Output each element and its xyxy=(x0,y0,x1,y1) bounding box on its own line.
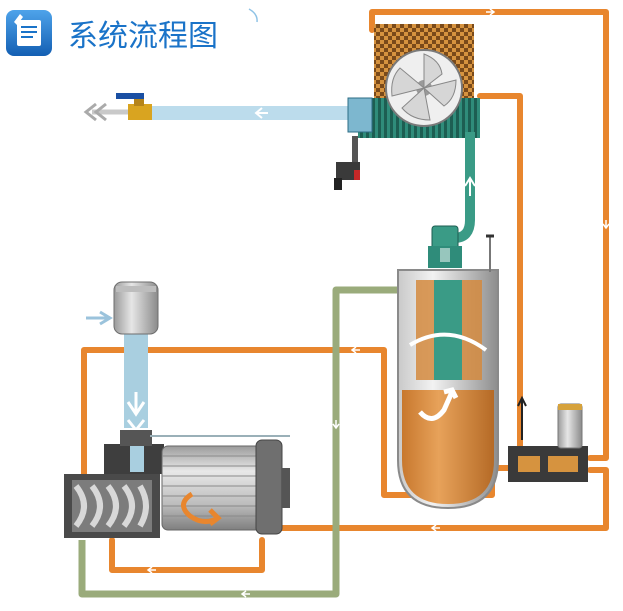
discharge-air-line xyxy=(150,106,350,120)
ball-valve xyxy=(83,93,152,122)
minimum-pressure-valve xyxy=(428,225,462,268)
oil-filter xyxy=(557,403,583,449)
oil-separator-tank xyxy=(397,234,499,510)
air-cooler xyxy=(347,24,480,138)
screw-airend xyxy=(64,474,160,538)
air-filter xyxy=(113,281,159,335)
page-title: 系统流程图 xyxy=(68,19,218,54)
return-oil-line xyxy=(78,286,404,598)
thermostatic-valve xyxy=(508,395,588,482)
document-edit-icon xyxy=(6,10,52,56)
fan-icon xyxy=(385,49,463,127)
flow-arrows xyxy=(146,8,610,598)
air-intake-line xyxy=(86,310,148,433)
intake-valve xyxy=(104,430,290,474)
drain-valve xyxy=(334,136,360,190)
header: 系统流程图 xyxy=(6,8,258,56)
electric-motor xyxy=(161,439,290,535)
